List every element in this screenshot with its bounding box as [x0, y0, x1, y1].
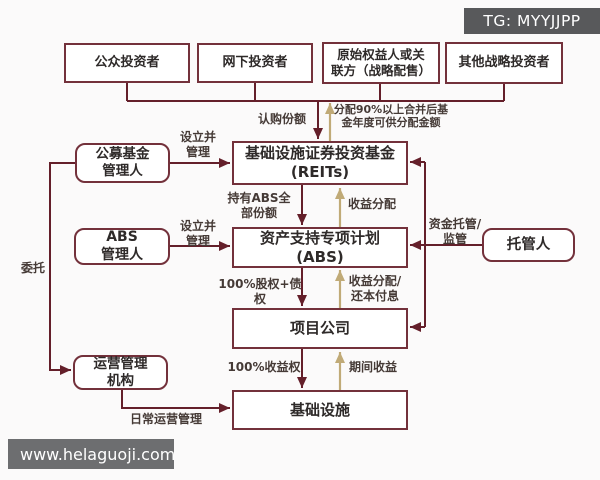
node-abs-plan: 资产支持专项计划 (ABS) [232, 227, 408, 268]
edge-label-entrust: 委托 [20, 261, 45, 275]
node-infrastructure: 基础设施 [232, 390, 408, 430]
edge-label-period-income: 期间收益 [348, 360, 397, 374]
node-project-company: 项目公司 [232, 308, 408, 349]
node-original-rights-holder: 原始权益人或关 联方（战略配售） [322, 42, 440, 84]
edge-label-distribute-90: 分配90%以上合并后基 金年度可供分配金额 [333, 103, 449, 130]
node-operations-manager: 运营管理 机构 [73, 355, 168, 390]
edge-label-establish-manage-2: 设立并 管理 [179, 219, 216, 248]
node-offline-investor: 网下投资者 [197, 43, 313, 83]
edge-label-income-repayment: 收益分配/ 还本付息 [348, 274, 402, 303]
node-custodian: 托管人 [482, 228, 575, 262]
edge-label-equity-plus-debt: 100%股权+债权 [218, 277, 302, 306]
edge-daily-operations-arrow [121, 390, 230, 413]
edge-entrust-arrow [49, 162, 75, 375]
node-reits-fund: 基础设施证券投资基金 (REITs) [232, 141, 408, 185]
edge-label-income-right: 100%收益权 [227, 360, 301, 374]
edge-label-daily-operations: 日常运营管理 [129, 412, 202, 426]
edge-label-hold-abs-shares: 持有ABS全 部份额 [227, 191, 291, 220]
watermark: www.helaguoji.com [8, 439, 175, 469]
edge-label-fund-custody: 资金托管/ 监管 [428, 217, 482, 246]
edge-label-subscribe: 认购份额 [257, 112, 306, 126]
node-public-investor: 公众投资者 [64, 43, 190, 83]
telegram-badge: TG: MYYJJPP [464, 8, 600, 34]
node-fund-manager: 公募基金 管理人 [75, 143, 170, 183]
node-other-strategic-investor: 其他战略投资者 [445, 42, 563, 84]
edge-label-income-distribution: 收益分配 [347, 197, 396, 211]
edge-label-establish-manage-1: 设立并 管理 [179, 130, 216, 159]
node-abs-manager: ABS 管理人 [74, 228, 170, 265]
